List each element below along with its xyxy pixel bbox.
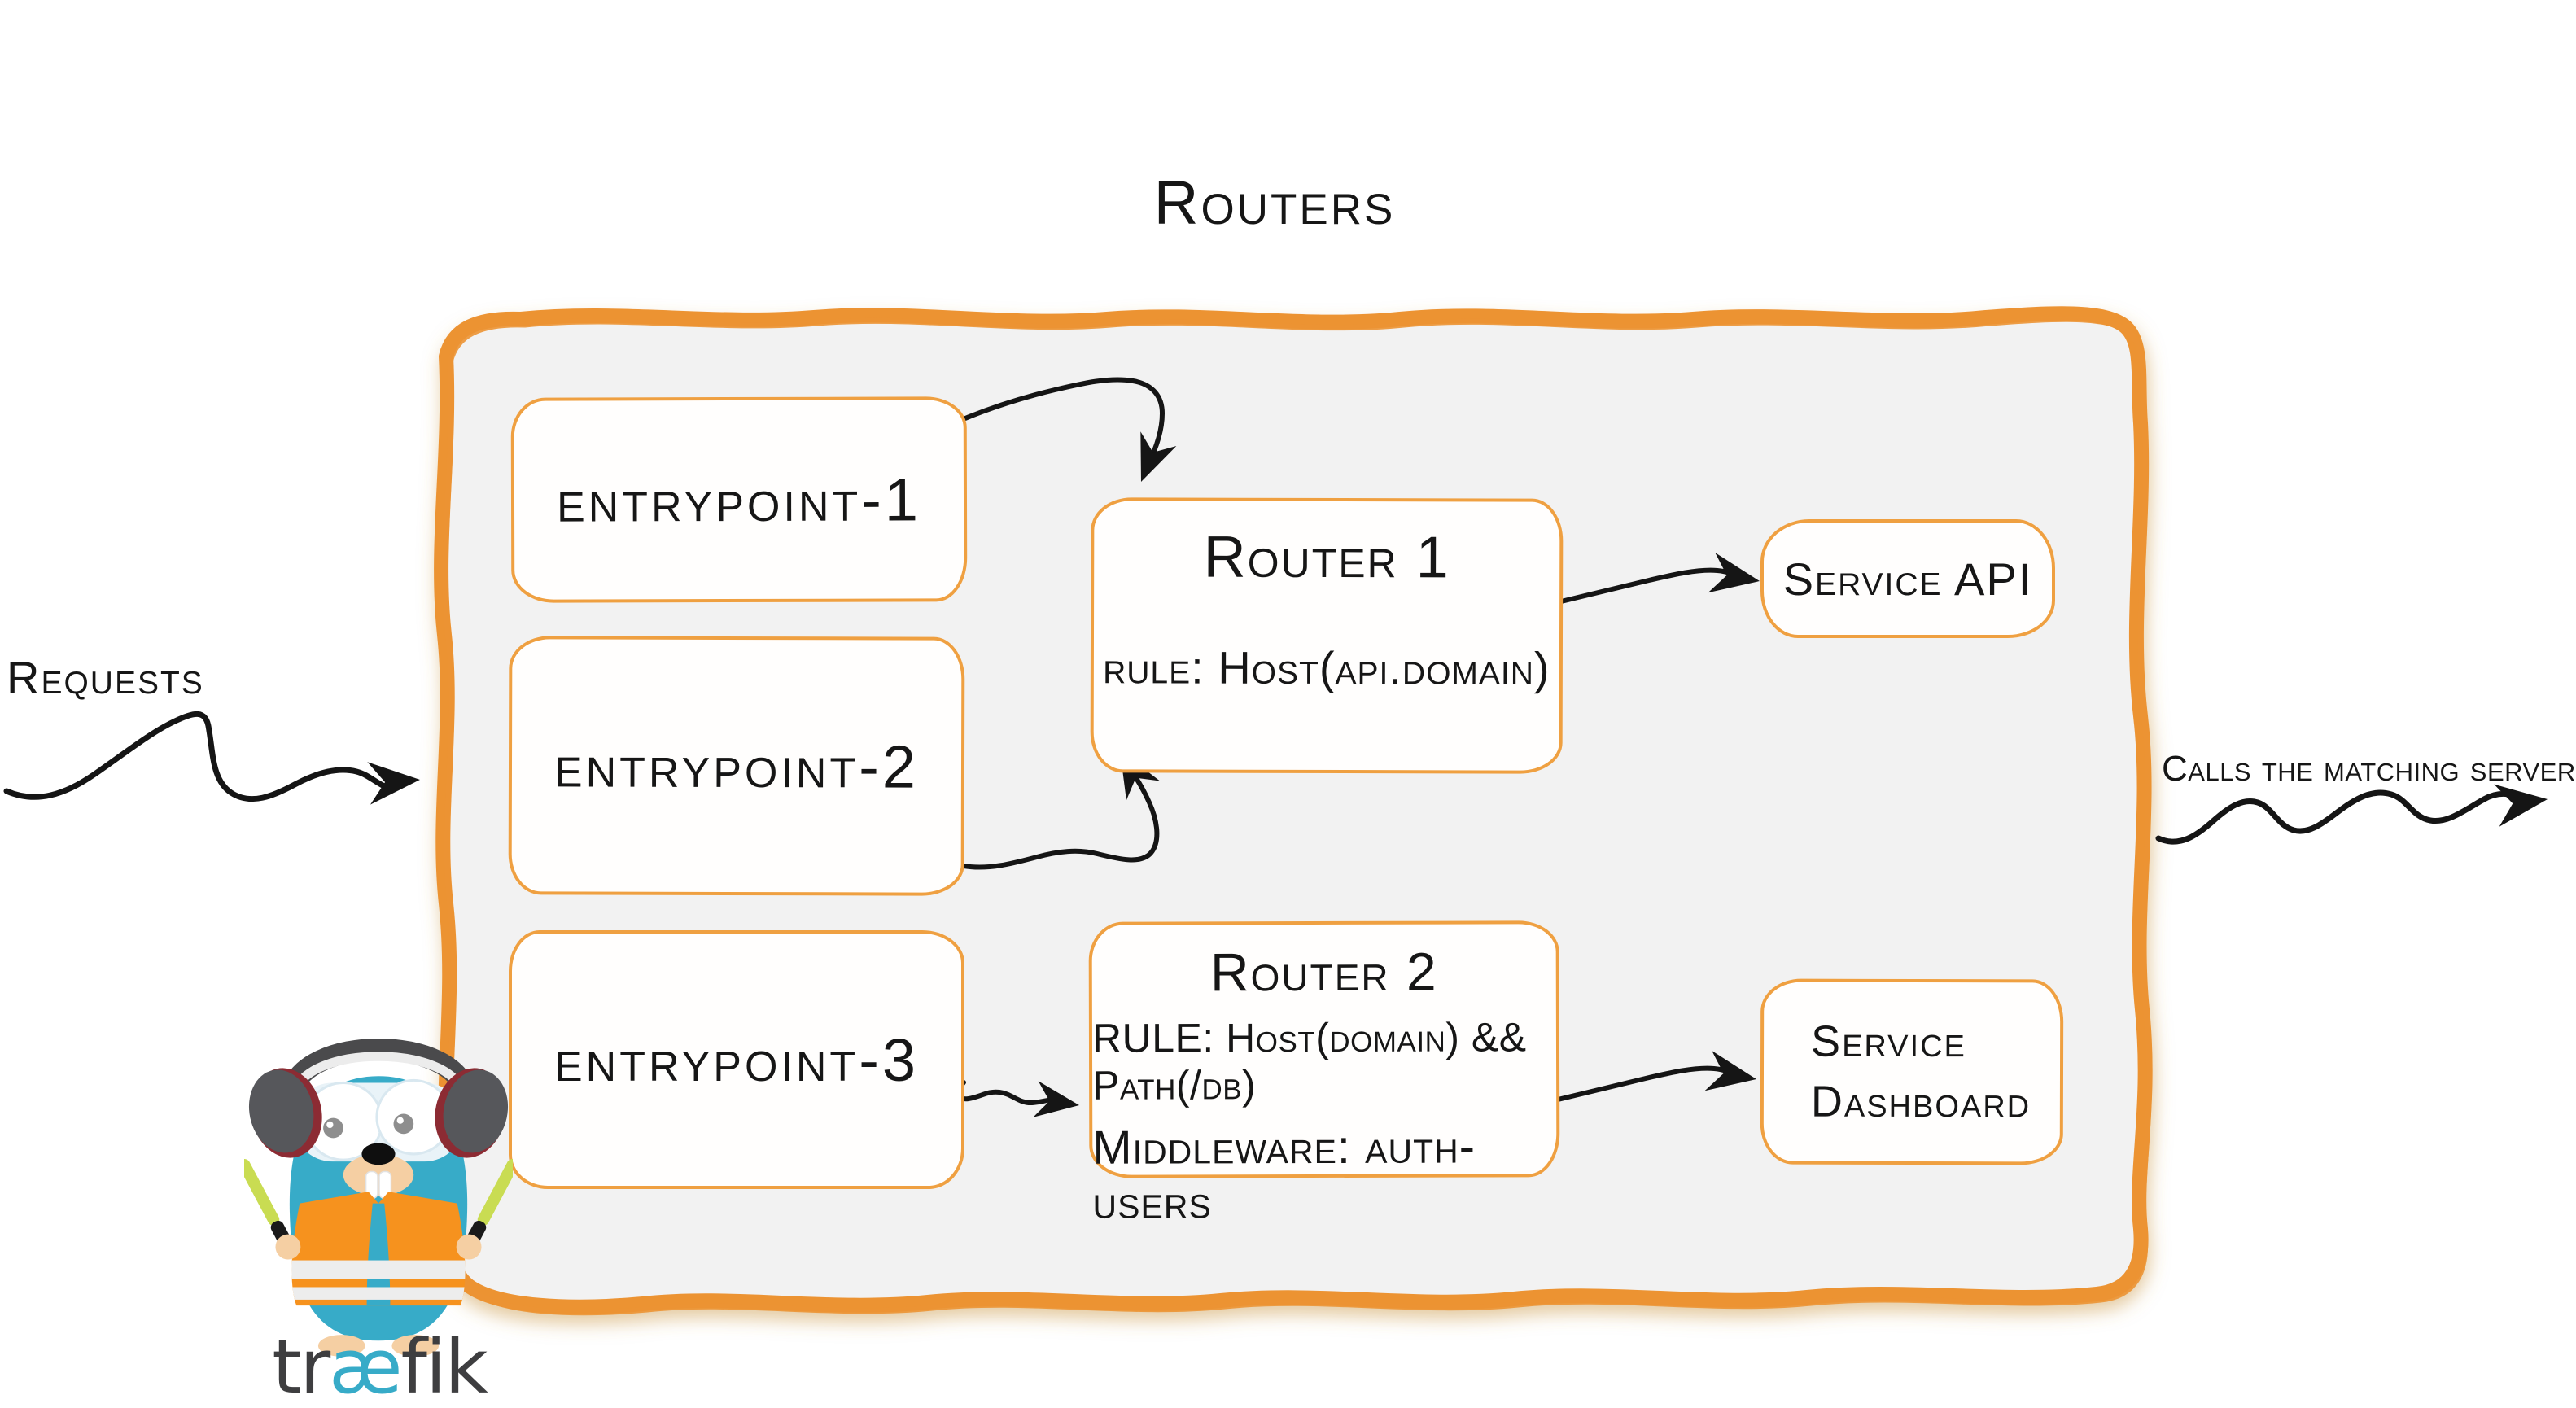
gopher-ear-cups (248, 1068, 509, 1158)
wordmark-ae-ligature: æ (329, 1323, 402, 1408)
requests-label: Requests (7, 652, 204, 703)
traefik-gopher-logo (244, 1039, 513, 1357)
gopher-feet (317, 1335, 440, 1357)
entrypoint-2-box: entrypoint-2 (508, 636, 965, 896)
router-2-box: Router 2 RULE: Host(domain) && Path(/db)… (1088, 920, 1560, 1229)
entrypoint-2-label: entrypoint-2 (553, 731, 920, 801)
diagram-title: Routers (1153, 168, 1396, 238)
wordmark-suffix: fik (400, 1323, 488, 1408)
service-dashboard-box: Service Dashboard (1760, 978, 2064, 1165)
gopher-headphones (279, 1039, 478, 1106)
service-api-label: Service API (1782, 553, 2033, 605)
gopher-safety-vest (291, 1192, 466, 1306)
entrypoint-3-label: entrypoint-3 (554, 1025, 919, 1094)
router-1-title: Router 1 (1203, 524, 1450, 591)
gopher-goggles (293, 1078, 464, 1162)
router-1-rule: rule: Host(api.domain) (1103, 641, 1550, 694)
router-2-middleware: Middleware: auth-users (1092, 1120, 1476, 1229)
router-2-title: Router 2 (1209, 941, 1438, 1003)
entrypoint-1-box: entrypoint-1 (510, 396, 968, 603)
service-dashboard-label-line2: Dashboard (1810, 1077, 2031, 1127)
requests-arrow (3, 711, 400, 802)
gopher-batons (244, 1159, 513, 1260)
arrow-entrypoint1-to-router1 (963, 377, 1166, 468)
wordmark-prefix: tr (272, 1323, 330, 1408)
router-1-box: Router 1 rule: Host(api.domain) (1090, 497, 1564, 774)
calls-arrow (2155, 789, 2526, 845)
service-api-box: Service API (1760, 519, 2055, 638)
entrypoint-3-box: entrypoint-3 (509, 930, 964, 1189)
entrypoint-1-label: entrypoint-1 (556, 465, 922, 535)
calls-label: Calls the matching server (2162, 749, 2576, 789)
traefik-wordmark: træfik (241, 1323, 518, 1408)
service-dashboard-label-line1: Service (1811, 1017, 1966, 1067)
router-2-rule: RULE: Host(domain) && Path(/db) (1091, 1014, 1527, 1108)
